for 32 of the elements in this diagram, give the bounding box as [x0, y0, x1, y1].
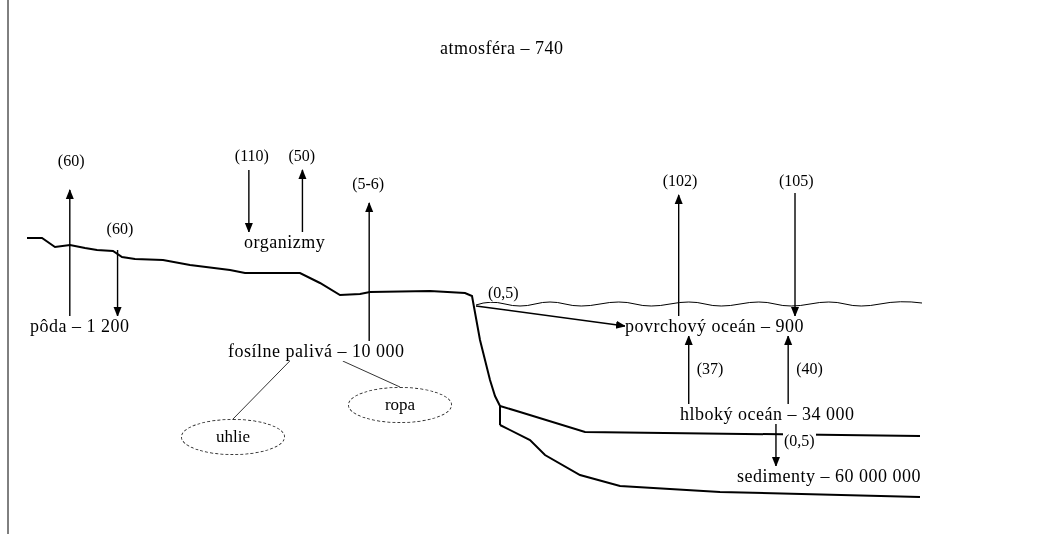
leader-line	[232, 360, 291, 420]
reservoir-label: sedimenty – 60 000 000	[737, 466, 921, 486]
arrow	[244, 169, 253, 233]
edge-label: (110)	[233, 147, 270, 165]
arrow	[684, 335, 693, 405]
dashed-ellipse: uhlie	[181, 419, 285, 455]
arrow	[475, 305, 626, 329]
reservoir-label: hlboký oceán – 34 000	[680, 404, 855, 424]
edge-label: (40)	[795, 360, 824, 378]
arrow	[674, 194, 683, 317]
reservoir-label: pôda – 1 200	[30, 316, 130, 336]
edge-label: (37)	[695, 360, 725, 378]
dashed-ellipse: ropa	[348, 387, 452, 423]
edge-label: (50)	[287, 147, 317, 165]
arrow	[113, 249, 122, 317]
reservoir-label: fosílne palivá – 10 000	[228, 341, 405, 361]
edge-label: (102)	[661, 172, 699, 190]
edge-label: (60)	[56, 152, 86, 170]
reservoir-label: povrchový oceán – 900	[625, 316, 804, 336]
reservoir-label: organizmy	[244, 232, 326, 252]
arrow	[791, 192, 799, 317]
arrow	[784, 335, 793, 405]
edge-label: (5-6)	[351, 175, 386, 193]
arrow	[771, 423, 780, 467]
edge-label: (60)	[105, 220, 135, 238]
leader-line	[342, 360, 401, 388]
edge-label: (0,5)	[487, 284, 520, 302]
edge-label: (105)	[778, 172, 815, 190]
arrow	[65, 189, 74, 317]
edge-label: (0,5)	[782, 432, 816, 450]
arrow	[365, 202, 374, 342]
arrow	[298, 169, 307, 233]
